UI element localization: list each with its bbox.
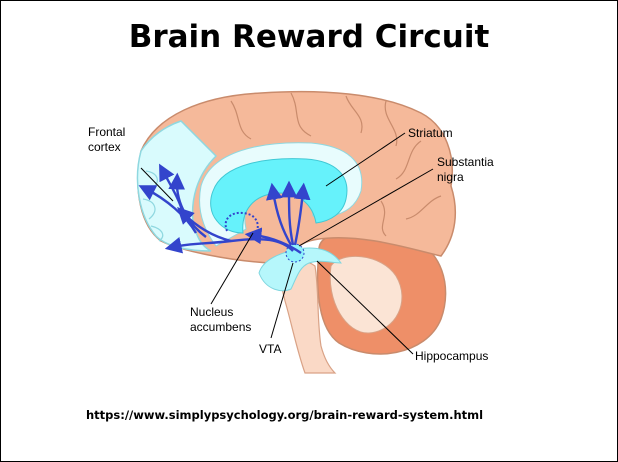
label-nucleus-line2: accumbens xyxy=(190,320,251,334)
label-striatum: Striatum xyxy=(408,126,453,140)
source-link[interactable]: https://www.simplypsychology.org/brain-r… xyxy=(86,408,483,422)
label-vta: VTA xyxy=(259,342,281,356)
label-substantia-line1: Substantia xyxy=(437,155,494,169)
label-nucleus-line1: Nucleus xyxy=(190,305,233,319)
label-frontal-line1: Frontal xyxy=(88,125,125,139)
label-frontal-line2: cortex xyxy=(88,140,121,154)
label-hippocampus: Hippocampus xyxy=(415,349,488,363)
label-substantia-line2: nigra xyxy=(437,170,464,184)
